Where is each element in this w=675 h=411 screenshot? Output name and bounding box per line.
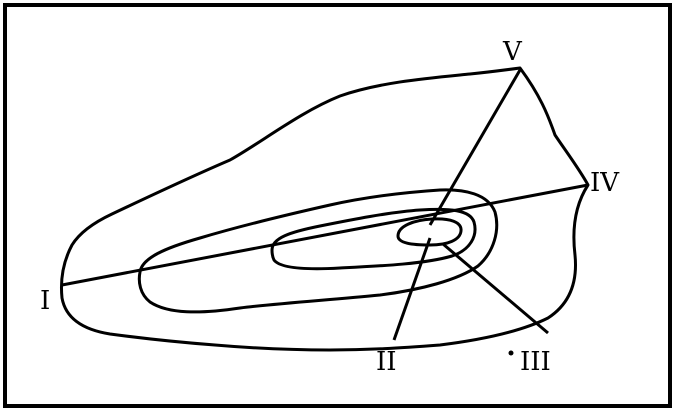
label-iii: III xyxy=(520,347,551,377)
profile-line-iii xyxy=(442,242,549,335)
core-contour xyxy=(396,217,463,247)
profile-line-ii xyxy=(392,237,432,341)
middle-contour xyxy=(137,188,499,314)
profile-line-v xyxy=(428,69,522,226)
inner-contour xyxy=(270,207,477,271)
point-marker xyxy=(508,350,514,356)
label-iv: IV xyxy=(590,168,620,198)
outer-contour xyxy=(60,66,590,352)
label-v: V xyxy=(502,37,523,67)
diagram-frame xyxy=(3,3,672,408)
profile-line-i-iv xyxy=(61,183,589,287)
label-ii: II xyxy=(376,347,397,377)
label-i: I xyxy=(40,286,50,316)
